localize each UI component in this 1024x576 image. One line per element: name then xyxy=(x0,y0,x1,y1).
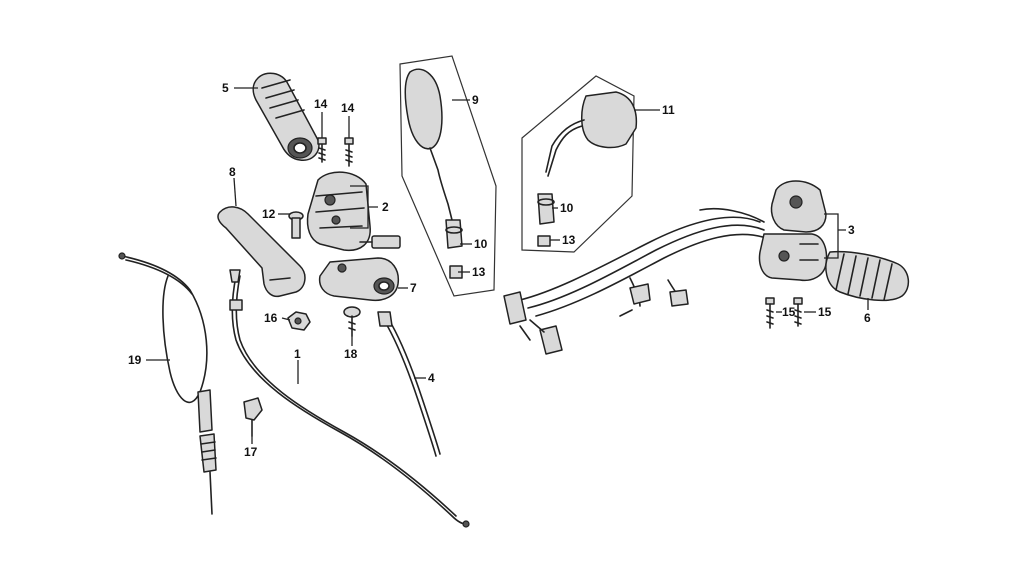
part-15-screw-left xyxy=(765,297,775,329)
callout-2: 2 xyxy=(382,200,389,214)
part-4-brake-cable xyxy=(377,311,441,457)
part-8-clutch-lever xyxy=(217,206,306,298)
part-18-bolt xyxy=(343,306,361,337)
callout-14-left: 14 xyxy=(314,97,328,111)
part-1-throttle-cable xyxy=(229,269,470,528)
callout-16: 16 xyxy=(264,311,278,325)
callout-4: 4 xyxy=(428,371,435,385)
part-2-switch-housing xyxy=(306,171,401,252)
callout-7: 7 xyxy=(410,281,417,295)
part-15-screw-right xyxy=(793,297,803,327)
callout-5: 5 xyxy=(222,81,229,95)
part-6-right-grip xyxy=(825,250,910,302)
callout-15-left: 15 xyxy=(782,305,796,319)
part-3-right-switch-housing xyxy=(758,180,828,282)
part-9-left-mirror-group xyxy=(399,55,497,297)
callout-18: 18 xyxy=(344,347,358,361)
callout-17: 17 xyxy=(244,445,258,459)
callout-14-right: 14 xyxy=(341,101,355,115)
part-12-bolt xyxy=(288,211,304,239)
callout-11: 11 xyxy=(662,103,675,117)
leader-lines xyxy=(146,87,869,444)
callout-1: 1 xyxy=(294,347,301,361)
part-11-right-mirror-group xyxy=(521,75,638,253)
callout-19: 19 xyxy=(128,353,142,367)
callout-6: 6 xyxy=(864,311,871,325)
part-7-lever-bracket xyxy=(318,257,400,302)
callout-labels: 5 14 14 8 2 12 7 16 18 19 1 17 4 9 10 13… xyxy=(128,81,871,459)
callout-8: 8 xyxy=(229,165,236,179)
part-14-screw-left xyxy=(317,137,327,163)
callout-12: 12 xyxy=(262,207,276,221)
part-17-clip xyxy=(243,397,263,437)
part-16-nut xyxy=(287,311,311,331)
callout-10-left: 10 xyxy=(474,237,488,251)
wiring-harness xyxy=(503,207,767,355)
callout-3: 3 xyxy=(848,223,855,237)
part-5-throttle-grip xyxy=(252,72,320,161)
callout-9: 9 xyxy=(472,93,479,107)
callout-13-left: 13 xyxy=(472,265,486,279)
callout-15-right: 15 xyxy=(818,305,832,319)
part-19-clutch-cable xyxy=(118,252,217,515)
callout-10-right: 10 xyxy=(560,201,574,215)
callout-13-right: 13 xyxy=(562,233,576,247)
part-14-screw-right xyxy=(344,137,354,167)
